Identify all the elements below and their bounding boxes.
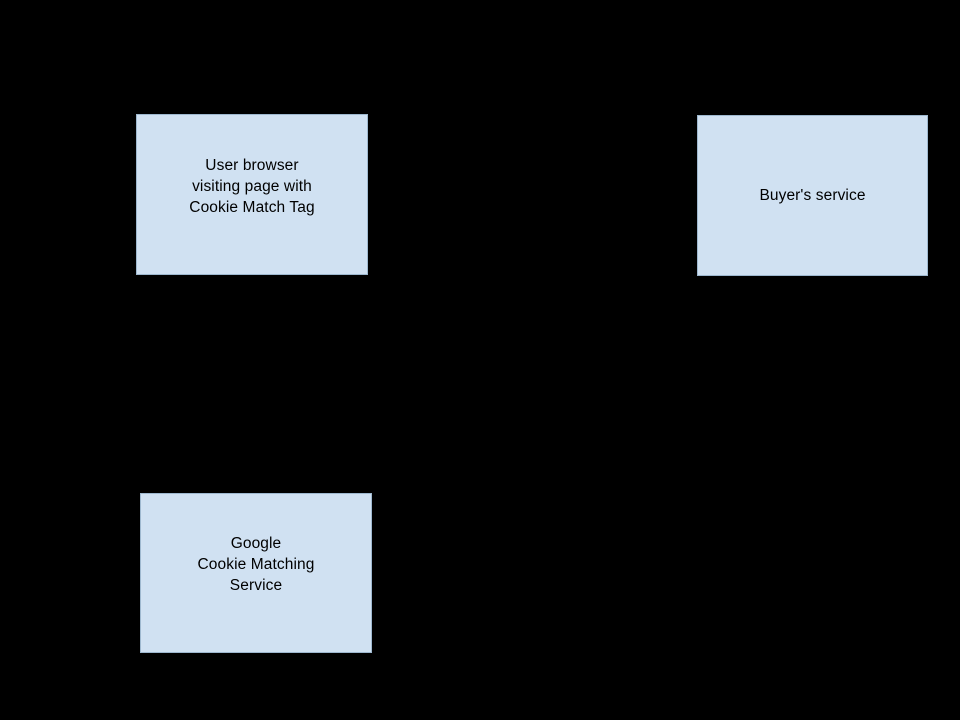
diagram-node-google-cookie-matching-service[interactable]: Google Cookie Matching Service (140, 493, 372, 653)
diagram-node-buyer-service[interactable]: Buyer's service (697, 115, 928, 276)
diagram-node-google-cookie-matching-service-label: Google Cookie Matching Service (197, 534, 315, 594)
diagram-node-buyer-service-label: Buyer's service (759, 187, 866, 204)
diagram-node-user-browser[interactable]: User browser visiting page with Cookie M… (136, 114, 368, 275)
diagram-node-user-browser-label: User browser visiting page with Cookie M… (189, 157, 315, 216)
